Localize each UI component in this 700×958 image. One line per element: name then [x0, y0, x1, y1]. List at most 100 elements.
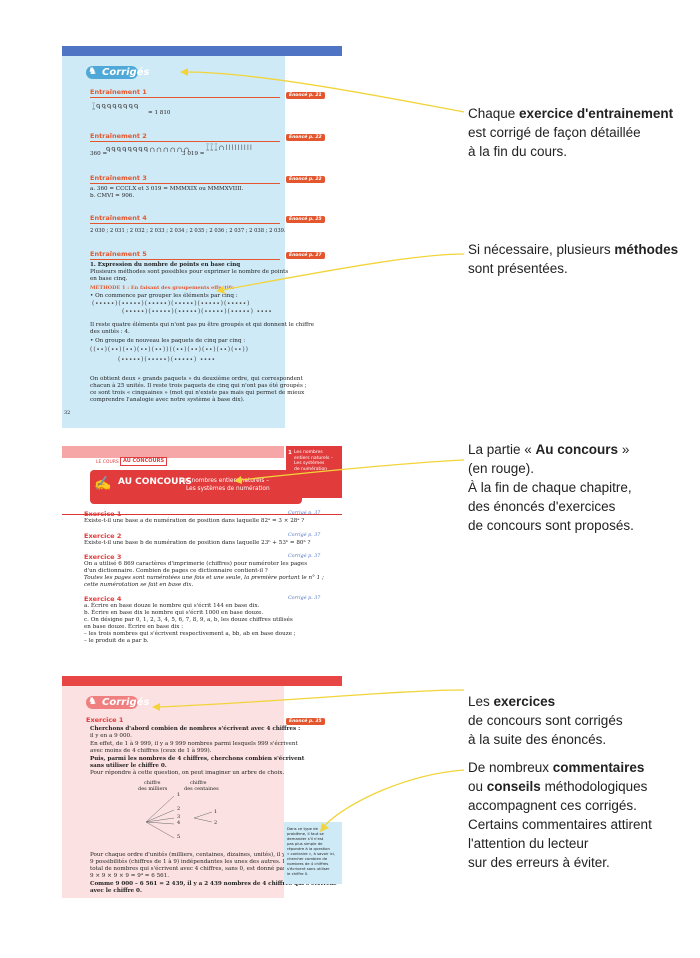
egyptian-numerals: 𓆼ᑫᑫᑫᑫᑫᑫᑫᑫ: [92, 103, 140, 111]
au-concours-banner: ✍ AU CONCOURS Les nombres entiers nature…: [90, 470, 302, 504]
hand-icon: ✍: [94, 476, 112, 492]
chapter-title-line: Les systèmes: [294, 461, 325, 466]
annotation-bold: Au concours: [535, 442, 619, 457]
page-thumbnail-corriges-concours: Corrigés ♞ Exercice 1 Énoncé p. 35 Cherc…: [62, 676, 342, 898]
enonce-tag: Énoncé p. 22: [286, 176, 325, 183]
page-thumbnail-corriges-entrainement: Corrigés ♞ Entraînement 1 Énoncé p. 21 𓆼…: [62, 46, 342, 428]
comment-line: Dans ce type de: [287, 826, 318, 831]
section-text: 2 030 ; 2 031 ; 2 032 ; 2 033 ; 2 034 ; …: [90, 228, 286, 234]
corriges-pill: Corrigés: [86, 66, 149, 79]
enonce-tag: Énoncé p. 35: [286, 718, 325, 725]
egyptian-numerals: 𓆼𓆼𓆼∩ǀǀǀǀǀǀǀǀǀ: [206, 144, 253, 152]
annotation-text: Chaque: [468, 106, 520, 121]
section-rule: [90, 183, 280, 184]
section-text: b. CMVI = 906.: [90, 193, 135, 199]
arrow-1: [185, 71, 465, 113]
annotation-text: Les: [468, 694, 494, 709]
correction-text: Pour chaque ordre d'unités (milliers, ce…: [90, 852, 291, 858]
dot-groups: ((∙∙)(∙∙)(∙∙)(∙∙)(∙∙))((∙∙)(∙∙)(∙∙)(∙∙)(…: [90, 346, 250, 353]
exercise-title: Exercice 1: [84, 510, 122, 518]
annotation-bold: exercices: [493, 694, 556, 709]
comment-line: nombres de 4 chiffres: [287, 861, 329, 866]
tree-label: des centaines: [184, 786, 219, 792]
section-title: Entraînement 5: [90, 250, 147, 258]
dot-groups: (∙∙∙∙∙)(∙∙∙∙∙)(∙∙∙∙∙)(∙∙∙∙∙)(∙∙∙∙∙)(∙∙∙∙…: [92, 300, 251, 307]
annotation-au-concours: La partie « Au concours » (en rouge). À …: [468, 440, 634, 535]
breadcrumb-au-concours: AU CONCOURS: [120, 457, 168, 466]
chapter-title-line: Les nombres: [294, 450, 323, 455]
annotation-text: l'attention du lecteur: [468, 836, 589, 851]
margin-column: [285, 56, 342, 428]
comment-line: s'écrivent sans utiliser: [287, 866, 330, 871]
exercise-text: b. Écrire en base dix le nombre qui s'éc…: [84, 610, 264, 616]
corrige-tag: Corrigé p. 37: [288, 596, 321, 601]
section-text: Il reste quatre éléments qui n'ont pas p…: [90, 322, 315, 328]
exercise-text: c. On désigne par 0, 1, 2, 3, 4, 5, 6, 7…: [84, 617, 293, 623]
correction-text: 9 × 9 × 9 × 9 = 9⁴ = 6 561.: [90, 873, 170, 879]
comment-line: demander s'il n'est: [287, 836, 324, 841]
top-blue-bar: [62, 46, 342, 56]
section-text: • On groupe de nouveau les paquets de ci…: [90, 338, 246, 344]
tree-number: 4: [177, 820, 181, 826]
comment-box: Dans ce type de problème, il faut se dem…: [284, 822, 342, 884]
section-title: Entraînement 3: [90, 174, 147, 182]
annotation-text: à la fin du cours.: [468, 144, 568, 159]
tree-label: chiffre: [144, 780, 161, 786]
section-text: 1. Expression du nombre de points en bas…: [90, 262, 241, 268]
annotation-text: De nombreux: [468, 760, 553, 775]
annotation-bold: commentaires: [552, 760, 645, 775]
egyptian-numerals: ᑫᑫᑫᑫᑫᑫᑫᑫ∩∩∩∩∩∩: [106, 146, 191, 154]
annotation-entrainement: Chaque exercice d'entrainement est corri…: [468, 104, 673, 161]
annotation-methodes: Si nécessaire, plusieurs méthodes sont p…: [468, 240, 678, 278]
annotation-text: La partie «: [468, 442, 536, 457]
chapter-title-line: entiers naturels –: [294, 455, 334, 461]
correction-text: Pour répondre à cette question, on peut …: [90, 770, 285, 776]
arrow-2: [221, 253, 465, 291]
corriges-pill-label: Corrigés: [102, 67, 150, 78]
section-text: = 1 810: [148, 110, 171, 116]
tree-number: 2: [214, 820, 218, 826]
correction-text: Comme 9 000 – 6 561 = 2 439, il y a 2 43…: [90, 881, 337, 887]
banner-subtitle: Les nombres entiers naturels –: [180, 478, 270, 484]
tree-number: 3: [177, 814, 181, 820]
correction-text: En effet, de 1 à 9 999, il y a 9 999 nom…: [90, 741, 298, 747]
divider: [62, 514, 342, 515]
annotation-exercices: Les exercices de concours sont corrigés …: [468, 692, 623, 749]
annotation-text: À la fin de chaque chapitre,: [468, 480, 632, 495]
exercise-text: On a utilisé 6 869 caractères d'imprimer…: [84, 561, 308, 567]
method-label: MÉTHODE 1 : En faisant des groupements e…: [90, 285, 234, 291]
exercise-text: cette numérotation se fait en base dix.: [84, 582, 194, 588]
section-text: ce sont trois « cinquaines » (mot qui n'…: [90, 390, 305, 396]
section-text: On obtient deux « grands paquets » du de…: [90, 376, 303, 382]
annotation-text: ou: [468, 779, 487, 794]
exercise-text: Existe-t-il une base a de numération de …: [84, 518, 305, 524]
dot-groups: (∙∙∙∙∙)(∙∙∙∙∙)(∙∙∙∙∙) ∙∙∙∙: [118, 356, 216, 363]
annotation-text: sur des erreurs à éviter.: [468, 855, 610, 870]
section-title: Entraînement 1: [90, 88, 147, 96]
corriges-pill: Corrigés: [86, 696, 149, 709]
exercise-title: Exercice 4: [84, 595, 122, 603]
comment-line: chercher combien de: [287, 856, 328, 861]
section-title: Entraînement 2: [90, 132, 147, 140]
comment-line: problème, il faut se: [287, 831, 324, 836]
corriges-pill-label: Corrigés: [102, 697, 150, 708]
section-text: 3 019 =: [182, 151, 205, 157]
section-text: en base cinq.: [90, 276, 128, 282]
top-red-bar: [62, 676, 342, 686]
annotation-text: accompagnent ces corrigés.: [468, 798, 637, 813]
section-text: • On commence par grouper les éléments p…: [90, 293, 238, 299]
exercise-text: Existe-t-il une base b de numération de …: [84, 540, 311, 546]
correction-text: avec le chiffre 0.: [90, 888, 142, 894]
arrow-4: [157, 689, 465, 708]
tree-number: 1: [214, 809, 218, 815]
corrige-tag: Corrigé p. 37: [288, 533, 321, 538]
annotation-text: est corrigé de façon détaillée: [468, 125, 641, 140]
tree-number: 5: [177, 834, 181, 840]
section-text: 360 =: [90, 151, 108, 157]
enonce-tag: Énoncé p. 27: [286, 252, 325, 259]
corrige-tag: Corrigé p. 37: [288, 554, 321, 559]
owl-logo-icon: ♞: [88, 696, 97, 707]
annotation-text: (en rouge).: [468, 461, 535, 476]
annotation-commentaires: De nombreux commentaires ou conseils mét…: [468, 758, 652, 872]
